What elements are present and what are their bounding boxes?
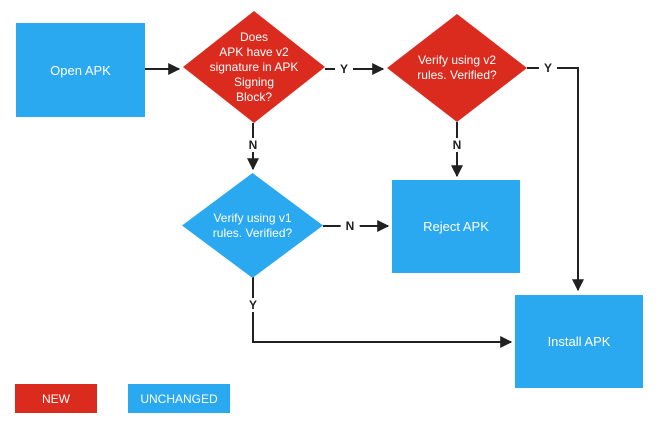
edge-label-v1-verify-no: N bbox=[340, 219, 360, 233]
edge-label-v2-signature-yes: Y bbox=[334, 62, 354, 76]
flow-decision-v2-verify-label: Verify using v2 rules. Verified? bbox=[417, 53, 497, 82]
flow-node-reject-apk: Reject APK bbox=[392, 180, 520, 273]
flow-node-open-apk-label: Open APK bbox=[50, 62, 111, 78]
edge-label-v1-verify-yes: Y bbox=[243, 298, 263, 312]
legend-unchanged-label: UNCHANGED bbox=[140, 391, 218, 406]
flow-node-open-apk: Open APK bbox=[16, 23, 145, 117]
legend-unchanged: UNCHANGED bbox=[128, 384, 230, 413]
flow-decision-v1-verify-label: Verify using v1 rules. Verified? bbox=[212, 210, 293, 240]
edge-label-v2-verify-no: N bbox=[447, 138, 467, 152]
edge-v1verify-yes bbox=[252, 277, 513, 348]
flow-decision-v2-signature-label: Does APK have v2 signature in APK Signin… bbox=[209, 29, 299, 104]
legend-new-label: NEW bbox=[42, 391, 70, 406]
flow-node-reject-apk-label: Reject APK bbox=[423, 219, 489, 234]
flow-node-install-apk-label: Install APK bbox=[547, 334, 611, 349]
edge-label-v2-verify-yes: Y bbox=[538, 61, 558, 75]
legend-new: NEW bbox=[15, 384, 97, 413]
flow-node-install-apk: Install APK bbox=[515, 295, 643, 388]
edge-label-v2-signature-no: N bbox=[243, 138, 263, 152]
edge-v2verify-yes bbox=[527, 67, 584, 292]
